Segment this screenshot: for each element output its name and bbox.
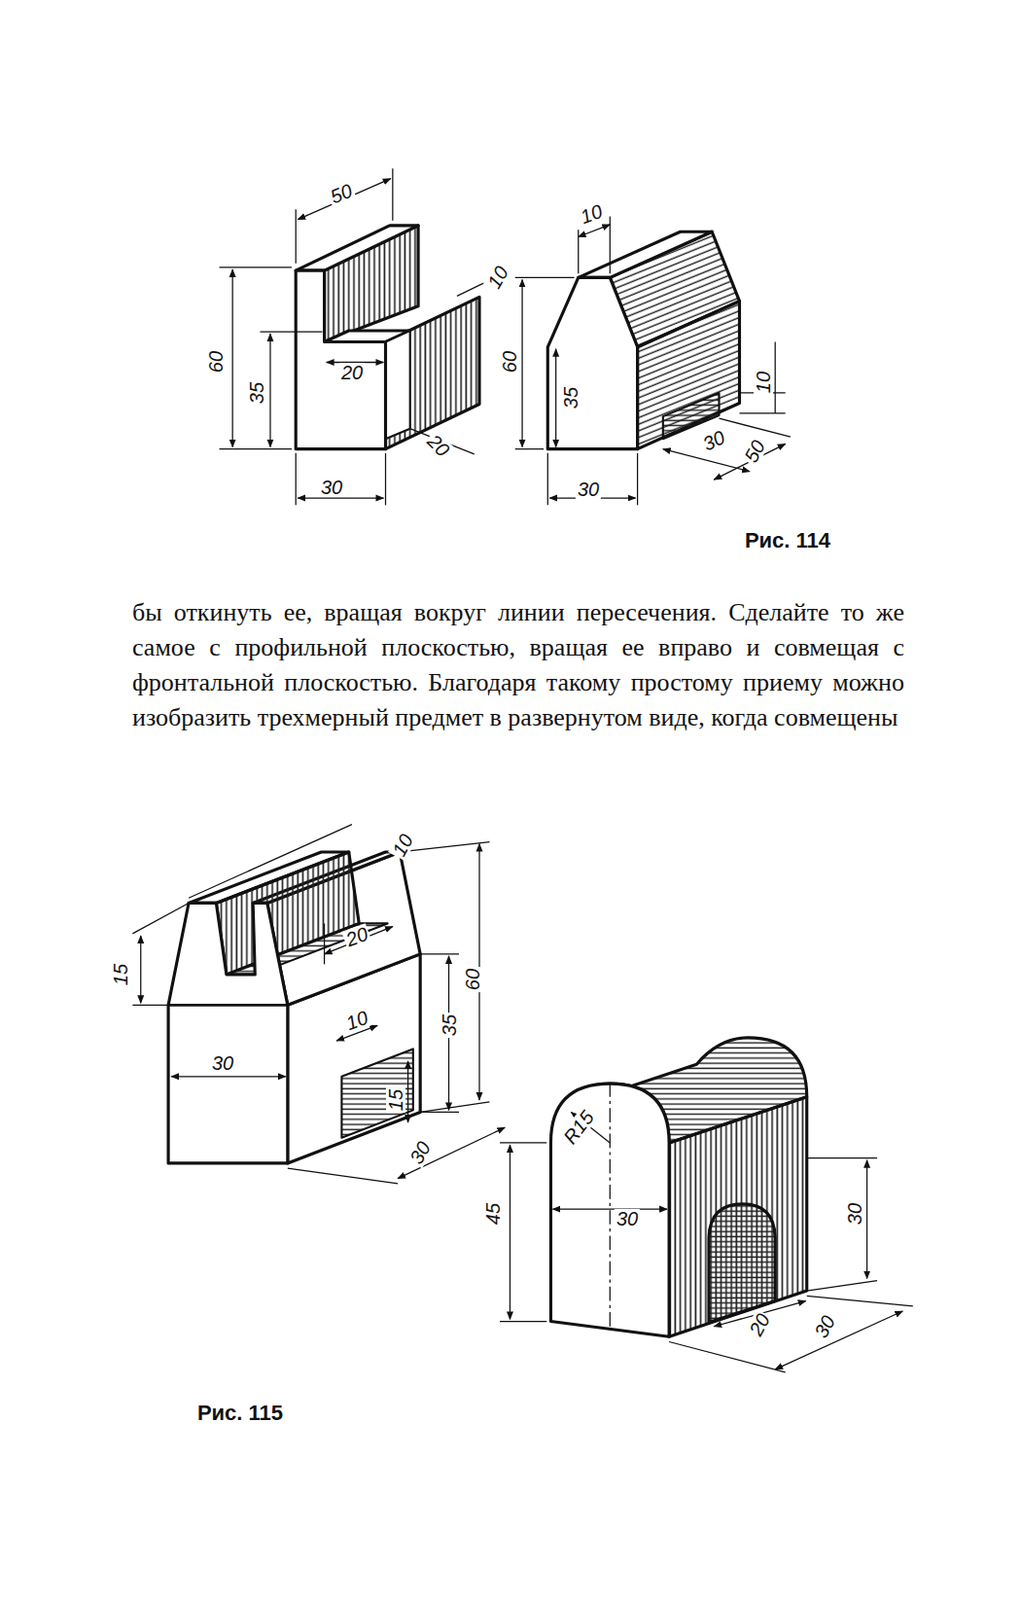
dimension-lines [499,1081,914,1373]
dimension-value: 30 [318,477,345,497]
dimension-lines [515,216,791,506]
dimension-value: 35 [439,1012,459,1038]
dimension-lines [219,168,511,505]
dimension-value: 60 [499,349,520,375]
dimension-value: 35 [246,380,267,406]
dimension-value: 15 [386,1087,406,1113]
dimension-value: 20 [422,429,456,462]
dimension-value: 45 [483,1200,503,1227]
dimension-value: 30 [405,1136,435,1169]
dimension-value: 30 [575,479,601,499]
dimension-value: 30 [844,1200,865,1227]
figure-caption: Рис. 115 [195,1402,285,1424]
dimension-value: 20 [744,1308,775,1341]
dimension-value: 60 [206,349,226,375]
dimension-value: 30 [210,1053,236,1073]
figure-caption: Рис. 114 [742,529,833,552]
dimension-value: 30 [809,1310,840,1343]
part-drawing [547,231,740,449]
dimension-value: 60 [462,966,483,992]
part-drawing [295,225,480,450]
dimension-value: 50 [325,179,357,208]
part-drawing [550,1037,807,1337]
body-text: бы откинуть ее, вращая вокруг линии пере… [132,595,905,736]
dimension-value: 10 [483,261,513,294]
dimension-value: 50 [739,435,770,468]
dimension-value: 35 [561,385,581,411]
dimension-value: 15 [110,961,131,987]
dimension-lines [132,824,505,1184]
dimension-value: 30 [698,425,730,455]
dimension-value: 10 [753,369,774,395]
part-drawing [168,851,421,1163]
dimension-value: 20 [339,362,365,383]
dimension-value: 10 [575,200,607,228]
dimension-value: 30 [614,1208,640,1229]
